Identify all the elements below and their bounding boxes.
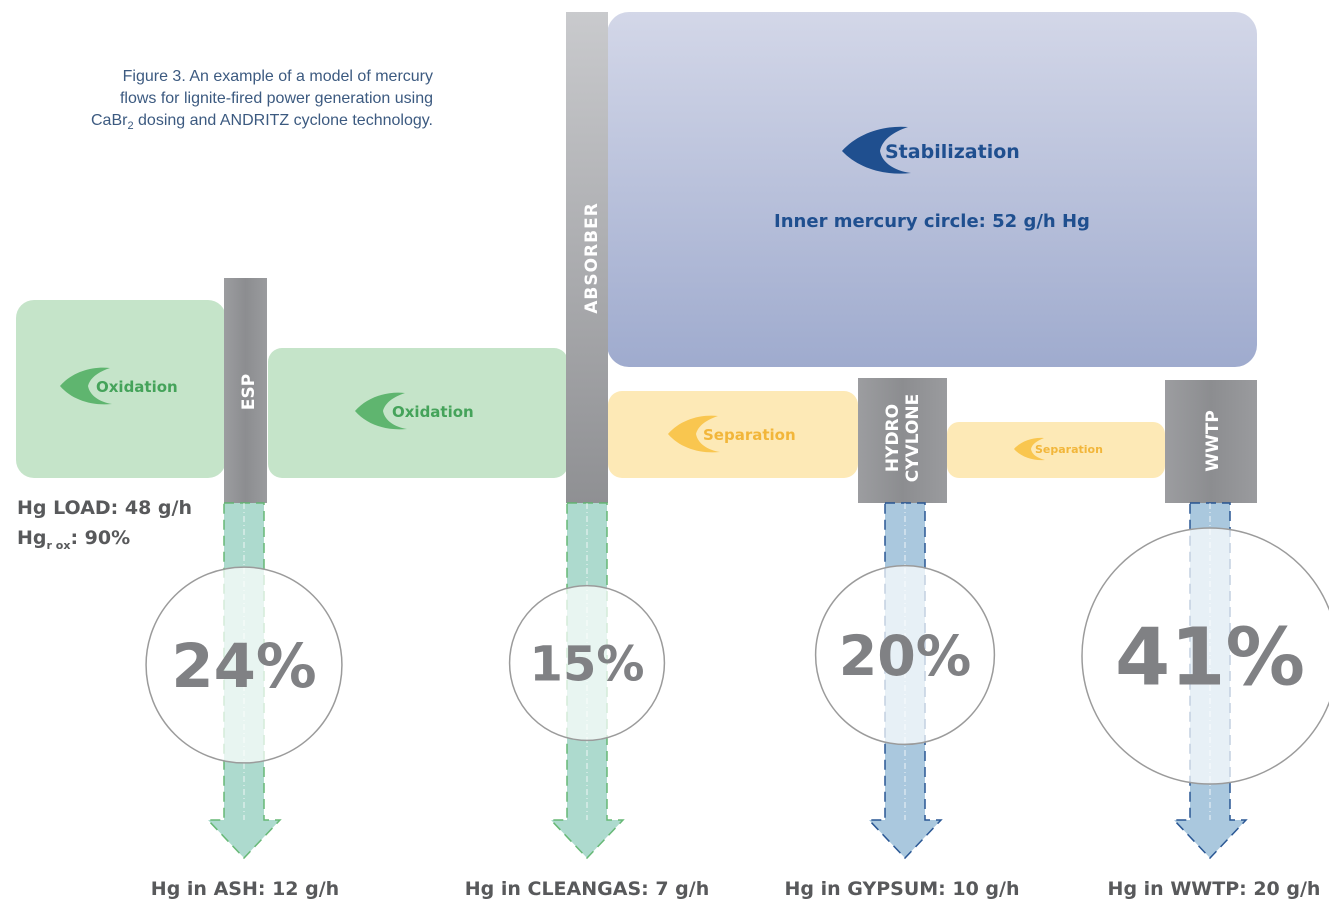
percent-value-wwtp: 41% bbox=[1115, 611, 1305, 704]
percent-circle-ash bbox=[145, 566, 343, 764]
hydro-label-line2: CYVLONE bbox=[903, 394, 923, 482]
output-label-gypsum: Hg in GYPSUM: 10 g/h bbox=[784, 878, 1020, 900]
hg-ox-label: Hgr ox: 90% bbox=[17, 527, 130, 552]
output-label-ash: Hg in ASH: 12 g/h bbox=[150, 878, 340, 900]
absorber-column bbox=[566, 12, 608, 503]
wwtp-label: WWTP bbox=[1203, 410, 1223, 472]
separation-1-label: Separation bbox=[703, 426, 796, 444]
esp-label: ESP bbox=[239, 374, 259, 410]
percent-circle-wwtp bbox=[1081, 527, 1329, 785]
output-label-cleangas: Hg in CLEANGAS: 7 g/h bbox=[464, 878, 710, 900]
figure-caption: Figure 3. An example of a model of mercu… bbox=[10, 66, 433, 137]
andritz-swoosh-icon bbox=[668, 415, 720, 453]
oxidation-box-2 bbox=[268, 348, 568, 478]
hg-ox-value: : 90% bbox=[70, 527, 131, 549]
percent-value-gypsum: 20% bbox=[839, 625, 972, 689]
inner-mercury-circle-label: Inner mercury circle: 52 g/h Hg bbox=[774, 211, 1090, 232]
hg-ox-subscript: r ox bbox=[46, 538, 71, 552]
hydro-label-line1: HYDRO bbox=[883, 404, 903, 472]
caption-line-1: Figure 3. An example of a model of mercu… bbox=[122, 68, 433, 85]
percent-value-cleangas: 15% bbox=[530, 636, 645, 692]
hydrocyclone-column bbox=[858, 378, 947, 503]
absorber-label: ABSORBER bbox=[582, 202, 602, 314]
output-label-wwtp: Hg in WWTP: 20 g/h bbox=[1107, 878, 1321, 900]
wwtp-column bbox=[1165, 380, 1257, 503]
percent-circle-cleangas bbox=[508, 584, 666, 742]
andritz-swoosh-icon bbox=[1014, 437, 1045, 461]
hg-ox-prefix: Hg bbox=[17, 527, 47, 549]
andritz-swoosh-icon bbox=[842, 126, 911, 174]
esp-column bbox=[224, 278, 267, 503]
stabilization-box bbox=[607, 12, 1257, 367]
stabilization-label: Stabilization bbox=[885, 141, 1020, 163]
caption-cabr: CaBr bbox=[91, 112, 128, 129]
percent-circle-gypsum bbox=[814, 564, 996, 746]
caption-rest: dosing and ANDRITZ cyclone technology. bbox=[133, 112, 433, 129]
percent-value-ash: 24% bbox=[171, 632, 316, 702]
oxidation-1-label: Oxidation bbox=[96, 378, 178, 396]
caption-line-3: CaBr2 dosing and ANDRITZ cyclone technol… bbox=[10, 110, 433, 137]
separation-2-badge: Separation bbox=[1014, 437, 1103, 461]
oxidation-2-badge: Oxidation bbox=[355, 392, 474, 430]
andritz-swoosh-icon bbox=[355, 392, 407, 430]
caption-line-2: flows for lignite-fired power generation… bbox=[119, 90, 433, 107]
caption-subscript: 2 bbox=[127, 120, 134, 133]
andritz-swoosh-icon bbox=[60, 367, 112, 405]
output-flows: 24% 15% 20% 41% bbox=[145, 502, 1329, 860]
separation-2-label: Separation bbox=[1035, 443, 1103, 456]
hg-load-label: Hg LOAD: 48 g/h bbox=[17, 497, 192, 519]
oxidation-1-badge: Oxidation bbox=[60, 367, 178, 405]
oxidation-box-1 bbox=[16, 300, 226, 478]
stabilization-badge: Stabilization bbox=[842, 126, 1020, 174]
separation-box-2 bbox=[947, 422, 1165, 478]
separation-1-badge: Separation bbox=[668, 415, 796, 453]
oxidation-2-label: Oxidation bbox=[392, 403, 474, 421]
separation-box-1 bbox=[608, 391, 858, 478]
